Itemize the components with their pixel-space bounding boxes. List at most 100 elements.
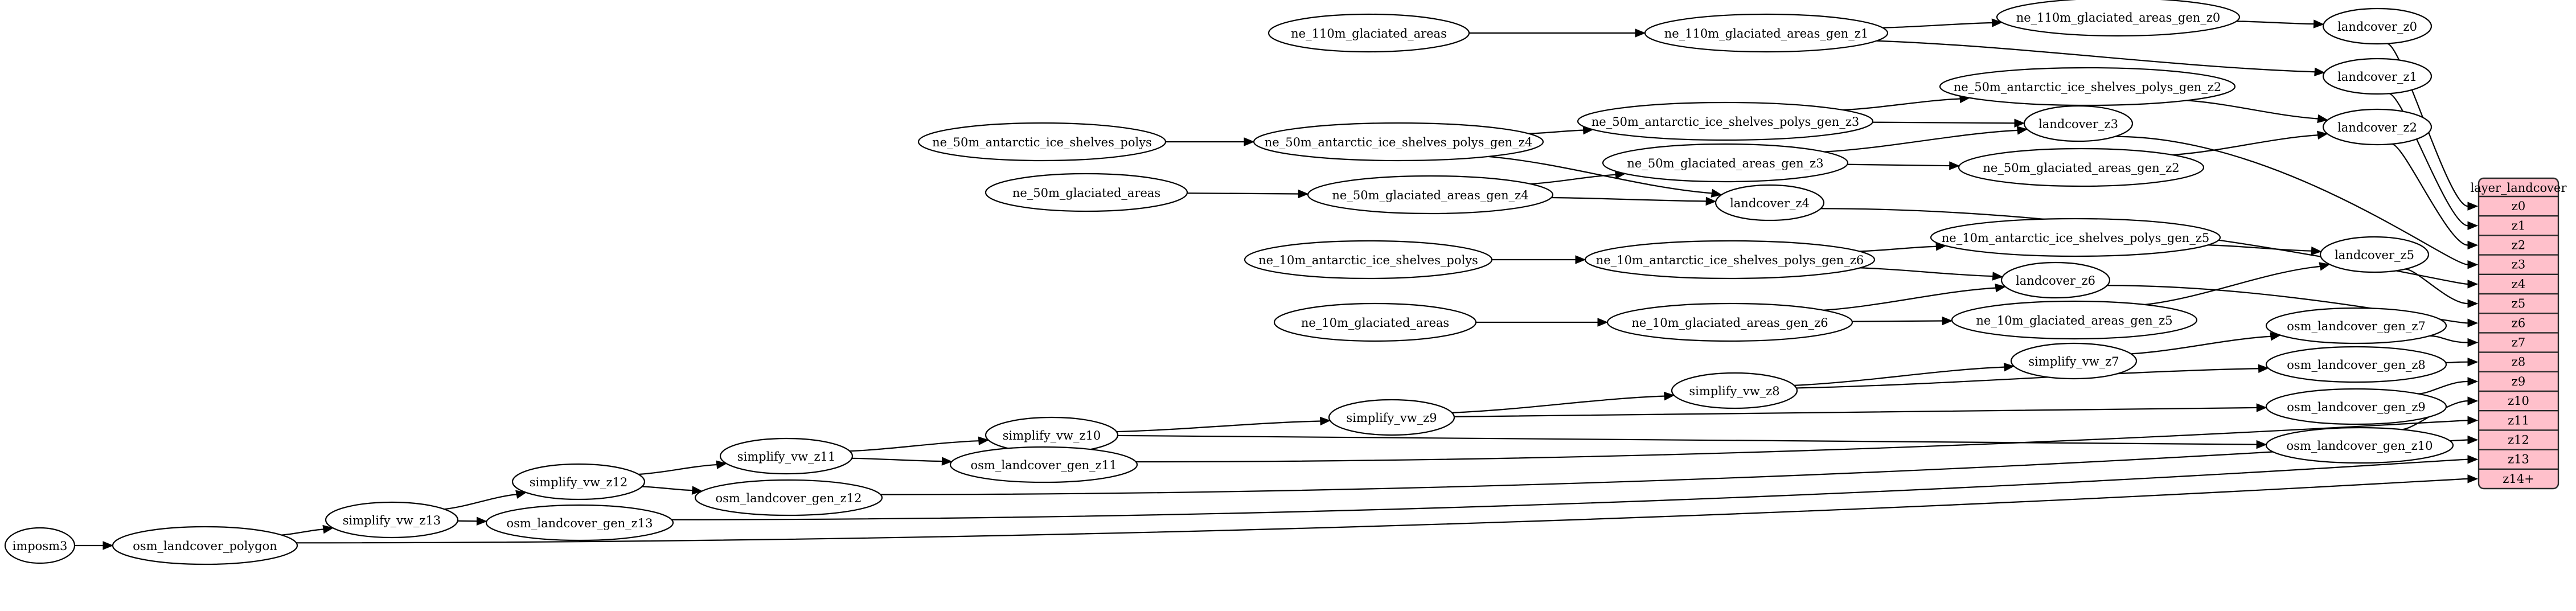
node-shape [2322,108,2433,146]
node-osm_landcover_gen_z9[interactable]: osm_landcover_gen_z9 [2265,388,2447,425]
layer-landcover-row-z12[interactable]: z12 [2508,433,2529,447]
edge-ne_50m_glaciated_areas_gen_z4-to-ne_50m_glaciated_areas_gen_z3 [1530,174,1616,185]
node-shape [1273,302,1477,342]
node-simplify_vw_z11[interactable]: simplify_vw_z11 [719,437,854,475]
node-simplify_vw_z7[interactable]: simplify_vw_z7 [2010,342,2138,380]
edge-arrowhead [1705,196,1717,206]
edge-arrowhead [2467,377,2479,386]
node-ne_50m_antarctic_ice_shelves_polys_gen_z4[interactable]: ne_50m_antarctic_ice_shelves_polys_gen_z… [1253,122,1544,162]
node-landcover_z0[interactable]: landcover_z0 [2322,7,2433,45]
node-ne_110m_glaciated_areas[interactable]: ne_110m_glaciated_areas [1268,13,1470,53]
node-ne_50m_glaciated_areas_gen_z4[interactable]: ne_50m_glaciated_areas_gen_z4 [1307,175,1554,215]
edge-arrowhead [2467,454,2479,464]
node-landcover_z3[interactable]: landcover_z3 [2023,105,2134,142]
edge-ne_10m_glaciated_areas_gen_z6-to-ne_10m_glaciated_areas_gen_z5 [1852,320,1943,322]
node-ne_50m_glaciated_areas_gen_z3[interactable]: ne_50m_glaciated_areas_gen_z3 [1602,143,1849,183]
layer-landcover-row-z11[interactable]: z11 [2508,413,2529,427]
edge-arrowhead [2467,221,2479,231]
node-ne_10m_glaciated_areas_gen_z5[interactable]: ne_10m_glaciated_areas_gen_z5 [1951,300,2198,340]
node-shape [1671,372,1798,409]
edge-arrowhead [2467,338,2479,347]
layer-landcover-row-z10[interactable]: z10 [2508,394,2529,408]
node-landcover_z2[interactable]: landcover_z2 [2322,108,2433,146]
node-ne_50m_antarctic_ice_shelves_polys[interactable]: ne_50m_antarctic_ice_shelves_polys [917,122,1167,162]
node-simplify_vw_z13[interactable]: simplify_vw_z13 [325,501,459,539]
edge-simplify_vw_z10-to-simplify_vw_z9 [1116,420,1320,433]
edge-arrowhead [2014,118,2025,128]
layer-landcover-row-z6[interactable]: z6 [2512,316,2525,330]
node-ne_10m_antarctic_ice_shelves_polys_gen_z6[interactable]: ne_10m_antarctic_ice_shelves_polys_gen_z… [1584,240,1876,280]
layer-landcover-row-z7[interactable]: z7 [2512,336,2525,350]
edge-arrowhead [2467,357,2479,367]
layer-landcover-row-z3[interactable]: z3 [2512,258,2525,272]
node-ne_10m_glaciated_areas_gen_z6[interactable]: ne_10m_glaciated_areas_gen_z6 [1606,302,1853,342]
node-osm_landcover_gen_z12[interactable]: osm_landcover_gen_z12 [694,479,883,516]
node-ne_10m_glaciated_areas[interactable]: ne_10m_glaciated_areas [1273,302,1477,342]
node-osm_landcover_gen_z11[interactable]: osm_landcover_gen_z11 [949,446,1138,483]
layer-landcover-row-z5[interactable]: z5 [2512,297,2525,310]
edge-arrowhead [1298,189,1309,199]
node-shape [2322,58,2433,95]
edge-arrowhead [1995,283,2006,293]
node-simplify_vw_z9[interactable]: simplify_vw_z9 [1328,399,1455,436]
edge-arrowhead [515,490,527,499]
edge-simplify_vw_z12-to-osm_landcover_gen_z12 [642,486,692,491]
node-ne_50m_glaciated_areas_gen_z2[interactable]: ne_50m_glaciated_areas_gen_z2 [1958,147,2205,187]
node-ne_50m_antarctic_ice_shelves_polys_gen_z2[interactable]: ne_50m_antarctic_ice_shelves_polys_gen_z… [1939,67,2236,106]
node-shape [1577,101,1874,141]
edge-arrowhead [476,516,487,526]
edge-simplify_vw_z11-to-simplify_vw_z10 [850,440,979,452]
node-shape [1930,218,2221,257]
node-shape [325,501,459,539]
edge-simplify_vw_z13-to-osm_landcover_gen_z13 [457,520,477,522]
node-osm_landcover_gen_z13[interactable]: osm_landcover_gen_z13 [485,504,674,542]
edge-arrowhead [2467,280,2479,289]
edge-arrowhead [716,460,727,469]
edge-arrowhead [978,436,990,445]
edge-simplify_vw_z9-to-osm_landcover_gen_z9 [1454,407,2257,417]
layer-landcover-row-z1[interactable]: z1 [2512,219,2525,232]
node-ne_50m_glaciated_areas[interactable]: ne_50m_glaciated_areas [985,173,1188,212]
node-shape [985,173,1188,212]
edge-simplify_vw_z12-to-simplify_vw_z11 [638,464,717,475]
edge-osm_landcover_polygon-to-simplify_vw_z13 [281,528,324,536]
node-osm_landcover_gen_z10[interactable]: osm_landcover_gen_z10 [2265,427,2454,464]
layer-landcover-row-z14+[interactable]: z14+ [2503,472,2534,486]
node-landcover_z1[interactable]: landcover_z1 [2322,58,2433,95]
edge-arrowhead [941,457,953,466]
node-simplify_vw_z8[interactable]: simplify_vw_z8 [1671,372,1798,409]
layer-landcover-row-z8[interactable]: z8 [2512,355,2525,369]
node-osm_landcover_gen_z8[interactable]: osm_landcover_gen_z8 [2265,346,2447,383]
layer-landcover-row-z13[interactable]: z13 [2508,453,2529,466]
node-simplify_vw_z12[interactable]: simplify_vw_z12 [511,463,646,501]
node-ne_50m_antarctic_ice_shelves_polys_gen_z3[interactable]: ne_50m_antarctic_ice_shelves_polys_gen_z… [1577,101,1874,141]
edge-ne_50m_antarctic_ice_shelves_polys_gen_z2-to-landcover_z2 [2187,100,2318,120]
edge-arrowhead [2316,130,2328,140]
edge-arrowhead [2311,246,2322,256]
edge-arrowhead [2319,262,2331,271]
node-shape [949,446,1138,483]
edge-arrowhead [1575,255,1586,264]
node-landcover_z6[interactable]: landcover_z6 [2000,261,2111,299]
edge-ne_50m_glaciated_areas-to-ne_50m_glaciated_areas_gen_z4 [1187,192,1299,195]
node-osm_landcover_polygon[interactable]: osm_landcover_polygon [112,526,298,565]
edge-arrowhead [2467,416,2479,425]
layer-landcover-row-z0[interactable]: z0 [2512,199,2525,213]
edge-ne_50m_glaciated_areas_gen_z4-to-landcover_z4 [1551,196,1707,202]
edge-simplify_vw_z9-to-simplify_vw_z8 [1451,395,1665,413]
edge-osm_landcover_polygon-to-layer_landcover.z14+ [296,478,2468,544]
layer-landcover-row-z4[interactable]: z4 [2512,277,2525,291]
node-imposm3[interactable]: imposm3 [4,527,76,564]
node-ne_110m_glaciated_areas_gen_z0[interactable]: ne_110m_glaciated_areas_gen_z0 [1996,0,2241,37]
node-ne_10m_antarctic_ice_shelves_polys_gen_z5[interactable]: ne_10m_antarctic_ice_shelves_polys_gen_z… [1930,218,2221,257]
node-ne_110m_glaciated_areas_gen_z1[interactable]: ne_110m_glaciated_areas_gen_z1 [1644,13,1889,53]
layer-landcover-row-z9[interactable]: z9 [2512,375,2525,388]
layer-landcover-row-z2[interactable]: z2 [2512,239,2525,252]
node-landcover_z5[interactable]: landcover_z5 [2319,236,2430,273]
node-osm_landcover_gen_z7[interactable]: osm_landcover_gen_z7 [2265,307,2447,345]
edge-osm_landcover_gen_z7-to-layer_landcover.z7 [2430,335,2468,343]
edge-arrowhead [2016,126,2028,135]
edge-arrowhead [2467,474,2479,483]
node-landcover_z4[interactable]: landcover_z4 [1714,184,1825,222]
node-ne_10m_antarctic_ice_shelves_polys[interactable]: ne_10m_antarctic_ice_shelves_polys [1244,240,1493,280]
